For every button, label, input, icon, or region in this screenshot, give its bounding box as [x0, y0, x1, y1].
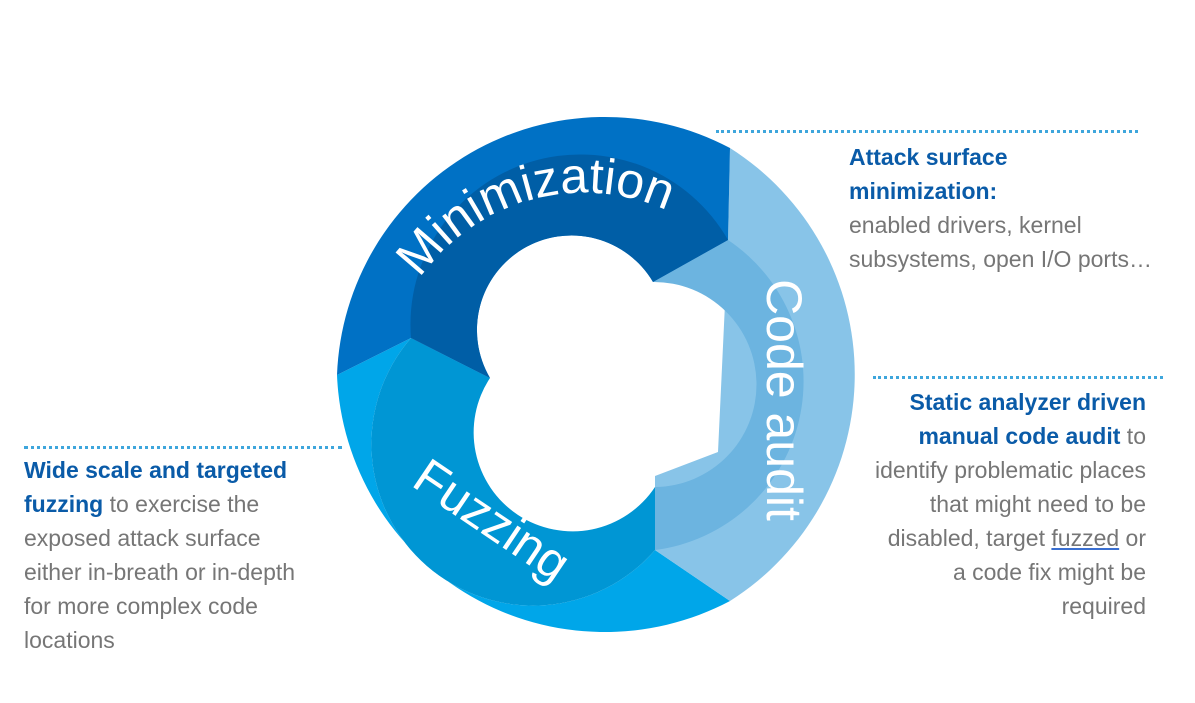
ring-center-hole: [493, 295, 655, 457]
attack-surface-body: enabled drivers, kernel subsystems, open…: [849, 212, 1152, 272]
attack-surface-callout: Attack surface minimization: enabled dri…: [849, 140, 1179, 276]
fuzzing-segment-inner: [371, 338, 655, 606]
minimization-segment-inner: [410, 154, 728, 378]
fuzzed-word: fuzzed: [1051, 525, 1120, 551]
code-audit-body: to identify problematic places that migh…: [874, 423, 1146, 551]
audit-callout-leader: [873, 376, 1163, 379]
fuzzing-heading: Wide scale and targeted fuzzing: [24, 457, 288, 517]
ring-segment-fuzzing: [337, 338, 730, 633]
fuzz-callout-leader: [24, 446, 342, 449]
fuzzing-body: to exercise the exposed attack surface e…: [24, 491, 296, 653]
code-audit-label: Code audit: [756, 279, 812, 521]
code-audit-segment-inner: [653, 240, 804, 550]
fuzzing-segment-outer: [337, 338, 730, 633]
code-audit-body-end: or a code fix might be required: [952, 525, 1146, 619]
code-audit-callout: Static analyzer driven manual code audit…: [870, 385, 1146, 623]
attack-surface-heading: Attack surface minimization:: [849, 144, 1008, 204]
attack-callout-leader: [716, 130, 1138, 133]
code-audit-heading: Static analyzer driven manual code audit: [909, 389, 1147, 449]
fuzzing-callout: Wide scale and targeted fuzzing to exerc…: [24, 453, 309, 657]
ring-segment-minimization: [337, 116, 730, 378]
ring-segment-code-audit: [653, 148, 855, 601]
